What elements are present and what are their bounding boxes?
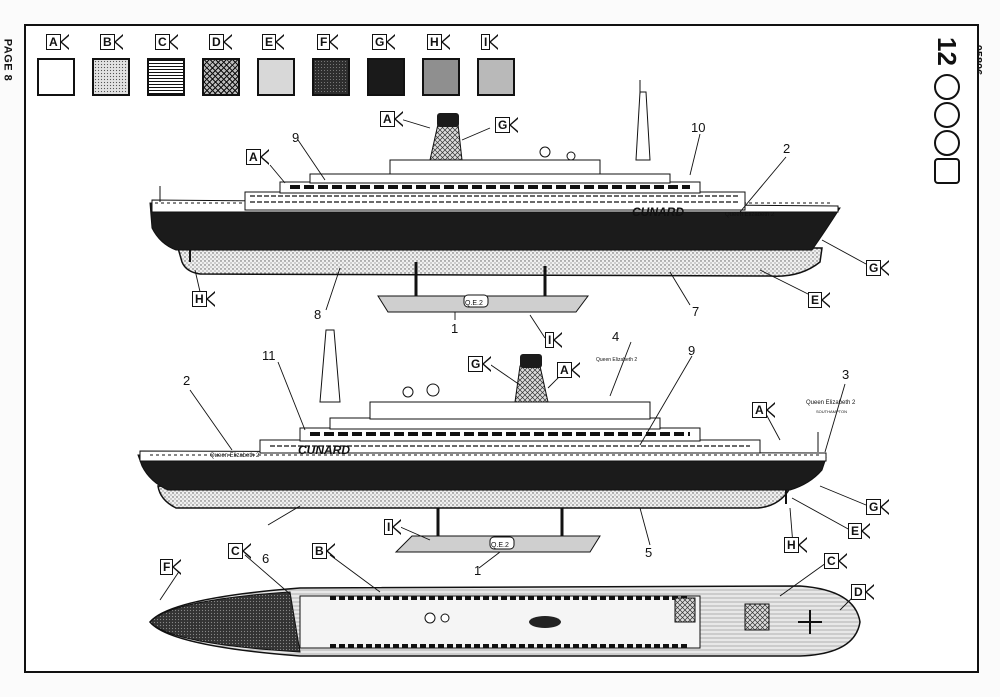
swatch-A: [37, 58, 75, 96]
callout-flag: C: [824, 552, 839, 569]
callout-flag: B: [312, 542, 327, 559]
callout-flag: G: [495, 116, 511, 133]
flag-label: B: [100, 33, 115, 50]
part-number: 2: [183, 373, 191, 388]
callout-flag: E: [848, 522, 863, 539]
swatch-G: [367, 58, 405, 96]
stand-plate-bottom: Q.E.2: [491, 542, 509, 549]
ship-top: [149, 80, 841, 313]
swatch-C: [147, 58, 185, 96]
callout-flag: H: [784, 536, 799, 553]
part-number: 1: [451, 321, 459, 336]
paint-pot-icon: [934, 158, 960, 184]
part-number: 1: [474, 563, 482, 578]
paint-icon: [934, 130, 960, 156]
swatch-F: [312, 58, 350, 96]
callout-flag: H: [192, 290, 207, 307]
part-number: 9: [688, 343, 696, 358]
callout-flag: C: [228, 542, 243, 559]
part-number: 6: [262, 551, 270, 566]
callout-flag: E: [808, 291, 823, 308]
ship-name-decal: Queen Elizabeth 2: [806, 400, 856, 406]
callout-flag: D: [851, 583, 866, 600]
part-number: 4: [612, 329, 620, 344]
ship-name-top: Queen Elizabeth 2: [725, 212, 775, 218]
callout-flag: A: [380, 110, 395, 127]
part-number: 3: [842, 367, 850, 382]
part-number: 9: [292, 130, 300, 145]
callout-flag: F: [160, 558, 174, 575]
brand-top: CUNARD: [632, 205, 684, 219]
no-glue-icon: [934, 102, 960, 128]
cutter-icon: [934, 74, 960, 100]
ship-name-decal-bottom: Queen Elizabeth 2: [596, 357, 638, 363]
ship-name-bottom: Queen Elizabeth 2: [210, 453, 260, 459]
brand-bottom: CUNARD: [298, 443, 350, 457]
part-number: 11: [262, 348, 276, 363]
leader-lines: [159, 117, 867, 611]
part-number: 5: [645, 545, 653, 560]
part-number: 8: [314, 307, 322, 322]
swatch-E: [257, 58, 295, 96]
swatch-D: [202, 58, 240, 96]
part-number: 2: [783, 141, 791, 156]
part-number: 7: [692, 304, 700, 319]
swatch-H: [422, 58, 460, 96]
ship-bottom: [137, 329, 827, 553]
flag-label: D: [209, 33, 224, 50]
callout-flag: G: [866, 498, 882, 515]
swatch-I: [477, 58, 515, 96]
swatch-B: [92, 58, 130, 96]
stand-plate-top: Q.E.2: [465, 300, 483, 307]
callout-flag: G: [866, 259, 882, 276]
callout-flag: G: [468, 355, 484, 372]
callout-flag: A: [752, 401, 767, 418]
callout-flag: A: [557, 361, 572, 378]
part-number: 10: [691, 120, 706, 135]
port-decal: SOUTHAMPTON: [816, 409, 848, 414]
deck-plan: [149, 585, 861, 657]
callout-flag: A: [246, 148, 261, 165]
